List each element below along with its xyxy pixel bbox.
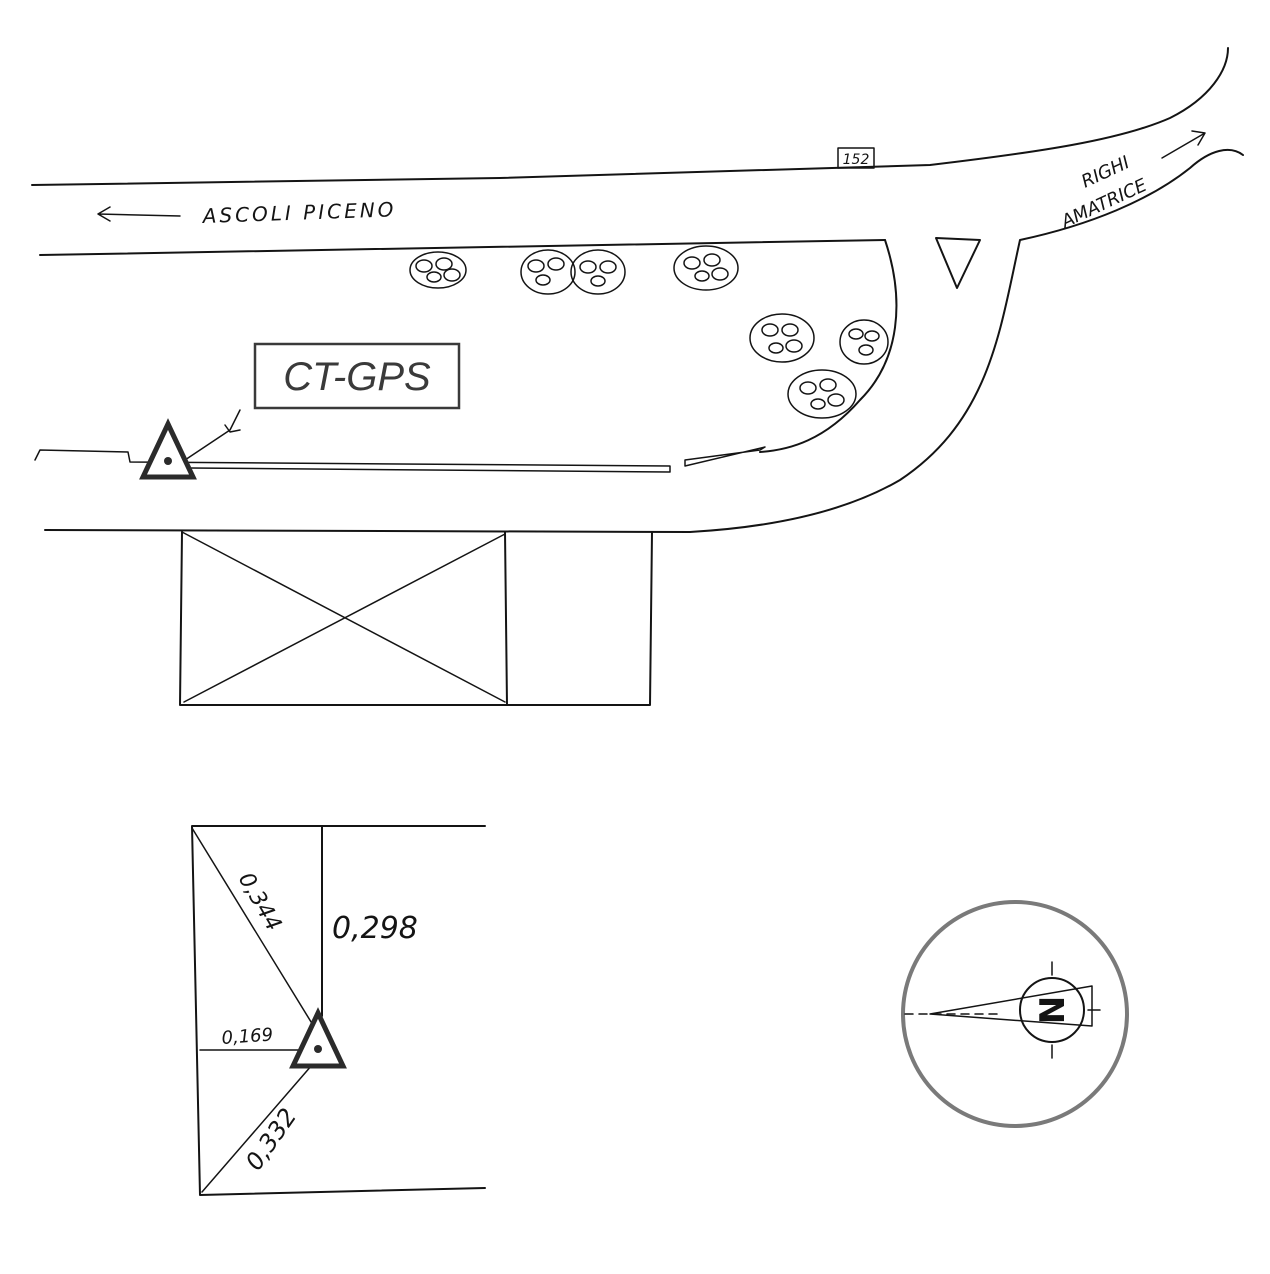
north-compass: N xyxy=(901,900,1129,1128)
station-label: CT-GPS xyxy=(184,342,461,461)
island-curve xyxy=(759,239,898,453)
yield-sign-icon xyxy=(935,237,981,289)
road: 152 ASCOLI PICENO RIGHI AMATRICE xyxy=(31,47,1244,533)
detail-sketch: 0,344 0,298 0,169 0,332 xyxy=(191,825,486,1196)
distance-diagonal-top: 0,344 xyxy=(233,869,286,936)
distance-diagonal-bottom: 0,332 xyxy=(240,1103,302,1175)
compass-north-letter: N xyxy=(1033,996,1073,1024)
tree-icon xyxy=(520,249,576,295)
curb-line xyxy=(34,449,671,473)
compass-north-circle xyxy=(1019,977,1085,1043)
measure-line-diagonal-top xyxy=(191,827,317,1031)
tree-icon xyxy=(839,319,889,365)
compass-ring xyxy=(901,900,1129,1128)
road-lower-edge xyxy=(39,239,886,256)
arrow-east xyxy=(1161,130,1206,159)
label-leader-arrow xyxy=(184,409,241,461)
road-number: 152 xyxy=(843,152,870,168)
distance-horizontal: 0,169 xyxy=(221,1024,274,1049)
tree-icon xyxy=(409,251,467,289)
tree-icon xyxy=(787,369,857,419)
building xyxy=(179,531,653,706)
building-divider xyxy=(504,531,508,706)
building-cross-2 xyxy=(183,533,506,703)
station-label-box xyxy=(253,342,461,410)
road-number-box xyxy=(837,147,875,169)
tree-icon xyxy=(749,313,815,363)
arrow-west xyxy=(97,206,181,222)
station-label-text: CT-GPS xyxy=(283,355,431,399)
compass-needle xyxy=(929,985,1093,1027)
survey-station-marker-icon xyxy=(139,418,197,480)
survey-station-marker-icon xyxy=(289,1007,347,1069)
trees xyxy=(409,245,889,419)
building-cross-1 xyxy=(181,531,506,703)
detail-outline xyxy=(191,825,486,1196)
building-outline xyxy=(179,531,653,706)
branch-road-edge xyxy=(44,148,1244,533)
road-top-edge xyxy=(31,47,1229,186)
distance-vertical: 0,298 xyxy=(332,911,418,946)
tree-icon xyxy=(570,249,626,295)
direction-west-label: ASCOLI PICENO xyxy=(200,197,396,228)
measure-line-diagonal-bottom xyxy=(201,1064,313,1193)
curb-line-right xyxy=(684,446,766,467)
tree-icon xyxy=(673,245,739,291)
